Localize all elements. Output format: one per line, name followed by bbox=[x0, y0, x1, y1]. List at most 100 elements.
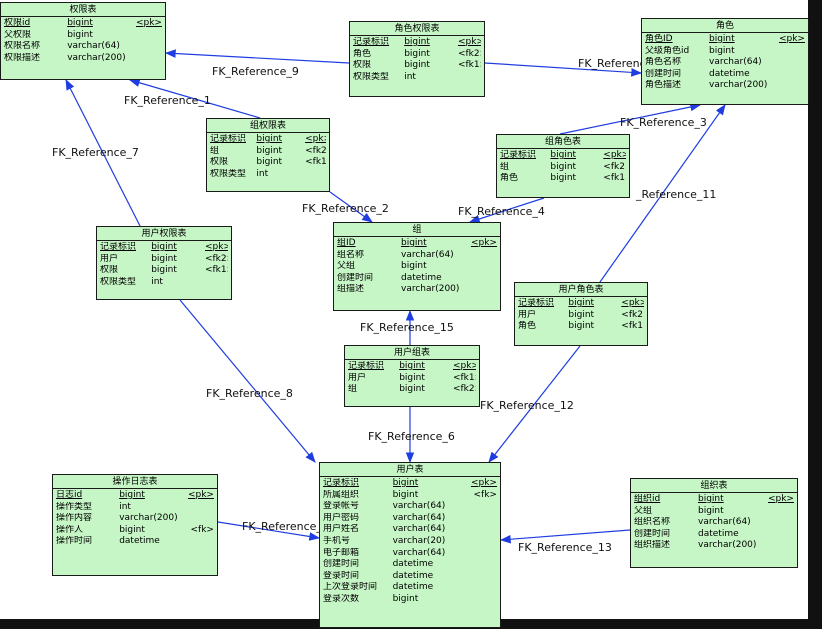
column-name: 权限描述 bbox=[4, 52, 41, 63]
column-name: 父组 bbox=[337, 261, 356, 272]
window-frame-right bbox=[808, 0, 822, 629]
column-name: 组 bbox=[500, 161, 510, 172]
entity-title: 角色 bbox=[642, 19, 808, 33]
reference-line-ref2[interactable] bbox=[329, 191, 373, 223]
column-key bbox=[765, 506, 794, 518]
column-name: 记录标识 bbox=[210, 134, 247, 144]
column-name: 组ID bbox=[337, 238, 356, 248]
column-type: bigint bbox=[392, 593, 419, 604]
column-key: <fk2> bbox=[621, 309, 644, 320]
reference-label-ref12: FK_Reference_12 bbox=[480, 399, 574, 412]
column-name: 所属组织 bbox=[323, 489, 360, 500]
entity-groupperm[interactable]: 组权限表记录标识bigint<pk>组bigint<fk2>权限bigint<f… bbox=[206, 118, 330, 192]
column-key bbox=[466, 524, 497, 536]
column-type: datetime bbox=[698, 528, 739, 539]
reference-line-ref9a[interactable] bbox=[164, 49, 350, 64]
reference-label-ref1: FK_Reference_1 bbox=[124, 94, 211, 107]
column-key bbox=[186, 536, 214, 548]
column-key bbox=[134, 53, 162, 65]
column-key: <fk2> bbox=[204, 253, 228, 264]
entity-title: 组角色表 bbox=[497, 135, 629, 149]
reference-links: FK_Reference_1FK_Reference_2FK_Reference… bbox=[52, 49, 726, 554]
column-key bbox=[776, 57, 805, 69]
column-type: varchar(200) bbox=[698, 540, 757, 551]
reference-line-ref11[interactable] bbox=[599, 104, 726, 283]
column-type: varchar(64) bbox=[709, 57, 762, 68]
entity-usergroup[interactable]: 用户组表记录标识bigint<pk>用户bigint<fk1>组bigint<f… bbox=[344, 345, 480, 407]
entity-title: 用户表 bbox=[320, 463, 500, 477]
column-key: <fk2> bbox=[452, 384, 476, 395]
column-type: bigint bbox=[550, 173, 577, 184]
column-type: datetime bbox=[401, 272, 442, 283]
reference-line-ref3[interactable] bbox=[559, 102, 702, 135]
reference-line-ref14[interactable] bbox=[217, 521, 321, 541]
column-key: <fk1> bbox=[204, 265, 228, 276]
entity-roleperm[interactable]: 角色权限表记录标识bigint<pk>角色bigint<fk2>权限bigint… bbox=[349, 21, 485, 97]
reference-label-ref4: FK_Reference_4 bbox=[458, 205, 545, 218]
column-name: 上次登录时间 bbox=[323, 582, 378, 593]
column-type: bigint bbox=[404, 60, 430, 71]
column-key: <pk> bbox=[305, 134, 326, 144]
column-key bbox=[466, 559, 497, 571]
reference-line-ref1[interactable] bbox=[128, 78, 261, 119]
reference-line-ref12[interactable] bbox=[488, 345, 581, 463]
entity-userperm[interactable]: 用户权限表记录标识bigint<pk>用户bigint<fk2>权限bigint… bbox=[96, 226, 232, 300]
entity-title: 组权限表 bbox=[207, 119, 329, 133]
column-name: 创建时间 bbox=[323, 559, 360, 570]
column-type: datetime bbox=[709, 68, 750, 79]
column-type: bigint bbox=[151, 242, 177, 252]
column-key bbox=[776, 80, 805, 92]
column-name: 日志id bbox=[56, 490, 83, 500]
column-name: 创建时间 bbox=[634, 528, 671, 539]
column-name: 角色 bbox=[353, 48, 372, 59]
column-name: 权限类型 bbox=[353, 71, 390, 82]
reference-line-ref8[interactable] bbox=[179, 299, 316, 463]
column-type: bigint bbox=[568, 321, 595, 332]
column-type: bigint bbox=[399, 384, 425, 395]
column-key: <pk> bbox=[470, 238, 497, 248]
column-name: 操作类型 bbox=[56, 501, 93, 512]
reference-line-ref13[interactable] bbox=[499, 529, 631, 544]
entity-title: 权限表 bbox=[1, 3, 165, 17]
column-type: bigint bbox=[151, 253, 177, 264]
reference-line-ref4[interactable] bbox=[468, 197, 545, 224]
entity-userrole[interactable]: 用户角色表记录标识bigint<pk>用户bigint<fk2>角色bigint… bbox=[514, 282, 648, 346]
column-type: datetime bbox=[392, 582, 434, 593]
column-key bbox=[776, 69, 805, 81]
reference-line-ref9b[interactable] bbox=[484, 62, 643, 77]
column-name: 组 bbox=[348, 384, 358, 395]
column-key bbox=[134, 41, 162, 53]
column-key: <pk> bbox=[135, 18, 162, 28]
reference-line-ref7[interactable] bbox=[65, 79, 141, 227]
column-name: 角色 bbox=[518, 321, 537, 332]
column-type: bigint bbox=[568, 298, 595, 308]
entity-grouprole[interactable]: 组角色表记录标识bigint<pk>组bigint<fk2>角色bigint<f… bbox=[496, 134, 630, 198]
